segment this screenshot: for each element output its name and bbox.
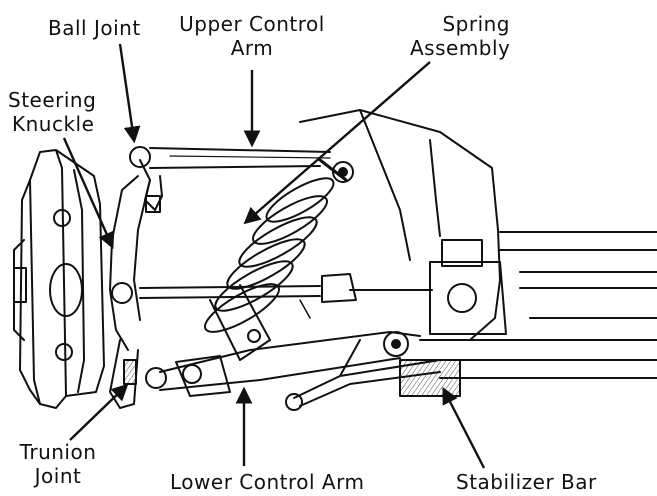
spring-assembly xyxy=(204,158,354,361)
arrow-stabilizer-bar xyxy=(442,387,486,469)
lower-control-arm xyxy=(159,331,421,397)
stabilizer-bar xyxy=(285,339,441,411)
label-steering-knuckle-line1: Steering xyxy=(8,88,97,112)
label-steering-knuckle-line2: Knuckle xyxy=(12,112,95,136)
frame-rails xyxy=(419,231,657,379)
label-trunion-joint-line2: Joint xyxy=(34,464,82,488)
label-stabilizer-bar: Stabilizer Bar xyxy=(456,470,597,494)
arrow-spring-assembly xyxy=(243,61,431,225)
upper-ball-joint xyxy=(129,146,163,213)
label-upper-control-arm: Upper Control Arm xyxy=(172,12,332,60)
label-upper-control-arm-line2: Arm xyxy=(230,36,274,60)
label-spring-assembly-line1: Spring xyxy=(442,12,510,36)
steering-knuckle xyxy=(109,175,151,351)
label-spring-assembly: Spring Assembly xyxy=(410,12,510,60)
brake-hub-assembly xyxy=(13,149,105,409)
label-ball-joint: Ball Joint xyxy=(48,16,141,40)
arrow-trunion-joint xyxy=(69,383,129,441)
label-upper-control-arm-line1: Upper Control xyxy=(179,12,325,36)
label-steering-knuckle: Steering Knuckle xyxy=(8,88,96,136)
tie-rod xyxy=(111,273,357,319)
label-spring-assembly-line2: Assembly xyxy=(410,36,511,60)
steering-gear xyxy=(349,239,507,335)
trunion-joint xyxy=(109,339,167,409)
label-trunion-joint-line1: Trunion xyxy=(19,440,97,464)
label-trunion-joint: Trunion Joint xyxy=(12,440,104,488)
label-lower-control-arm: Lower Control Arm xyxy=(170,470,365,494)
upper-control-arm xyxy=(149,147,331,169)
arrow-steering-knuckle xyxy=(62,137,115,250)
arrow-ball-joint xyxy=(118,43,141,144)
